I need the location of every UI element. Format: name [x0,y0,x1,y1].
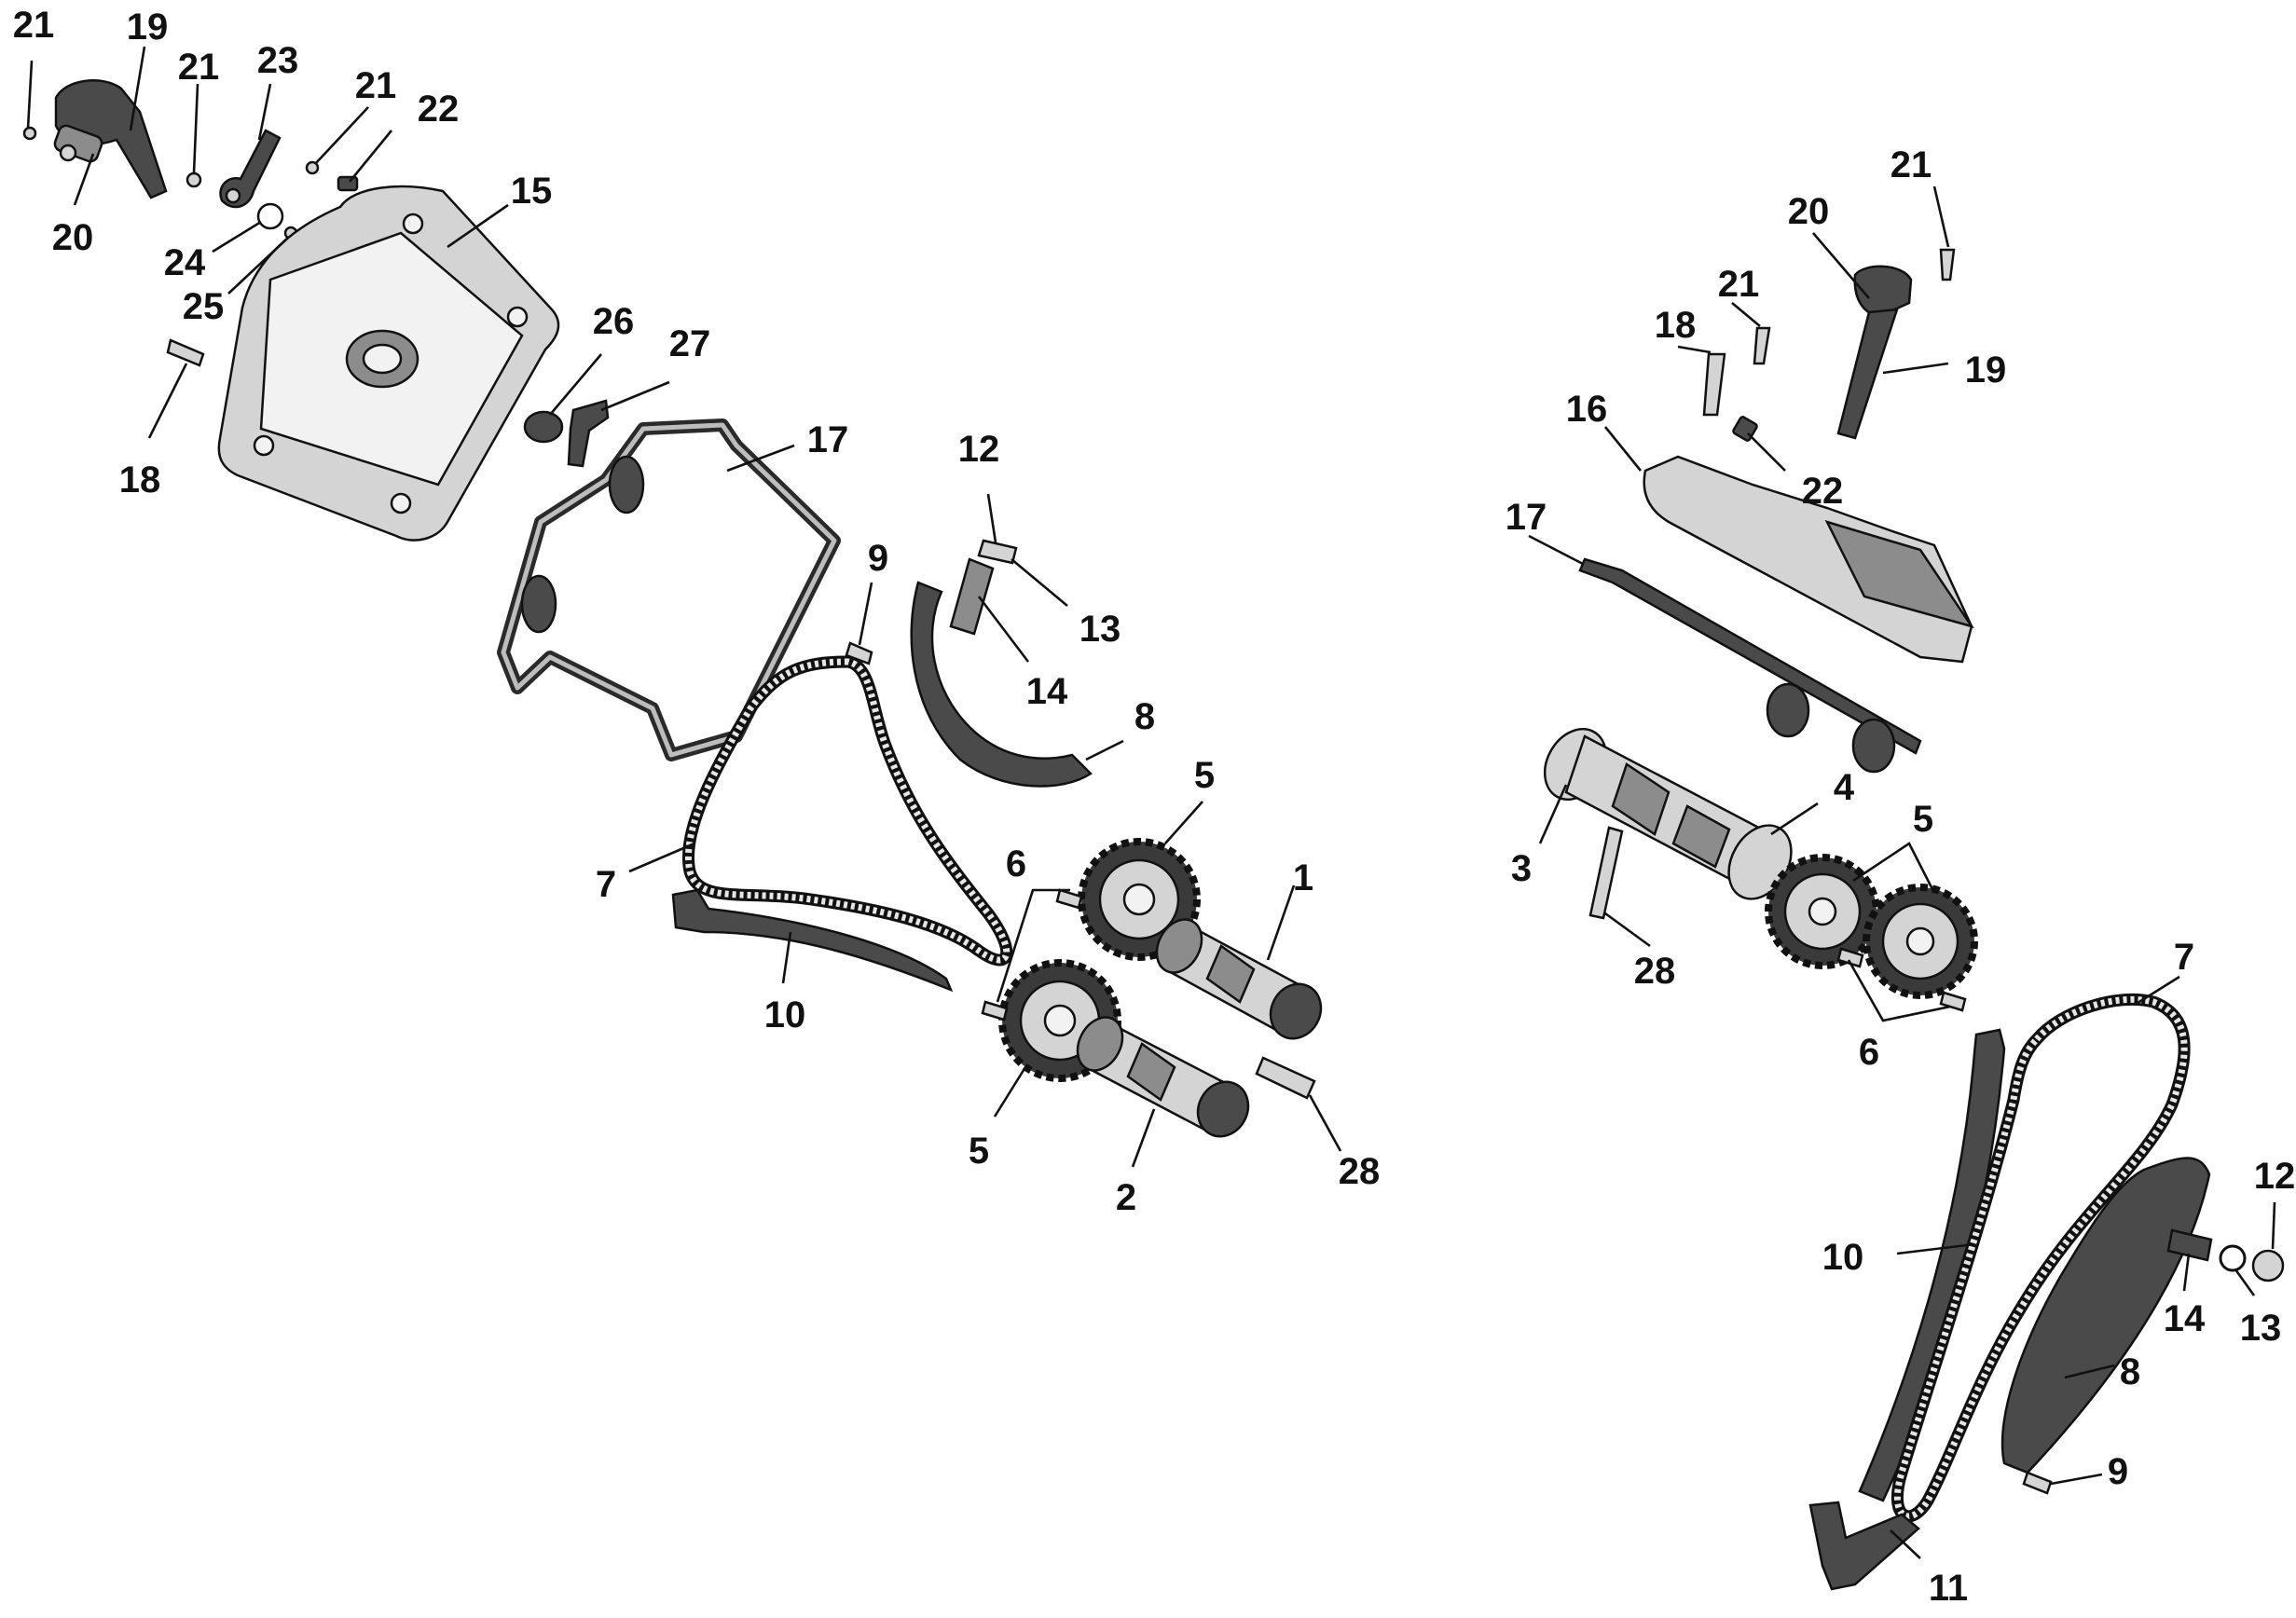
callout-21: 21 [13,5,55,46]
bolt-18-b [1702,352,1726,417]
callout-18: 18 [119,459,161,500]
callout-7: 7 [2174,937,2194,978]
callout-13: 13 [1079,609,1121,650]
callout-8: 8 [2120,1351,2140,1392]
chain-guide-10-a [671,888,954,993]
grommet-22-b [1732,416,1758,442]
callout-17: 17 [807,419,849,460]
callout-20: 20 [52,217,94,258]
callout-8: 8 [1134,696,1155,737]
bolt-6-d [1939,991,1967,1012]
tensioner-guide-8-a [910,581,1093,788]
callout-16: 16 [1566,389,1608,430]
callout-10: 10 [764,994,806,1035]
bolt-6-c [1836,947,1864,968]
chain-guide-10-b [1858,1028,2006,1502]
bolt-18-a [166,338,205,367]
left-assembly [22,79,1323,1138]
camshaft-3-4 [1543,728,1793,900]
callout-21: 21 [355,65,397,106]
bolt-9-a [845,641,873,665]
lower-guide-11 [1808,1501,1920,1591]
callout-1: 1 [1293,857,1313,898]
callout-10: 10 [1822,1237,1864,1278]
callout-28: 28 [1339,1151,1381,1192]
callout-26: 26 [593,301,635,342]
callout-3: 3 [1511,848,1532,889]
callout-6: 6 [1006,843,1026,884]
callout-14: 14 [1026,671,1068,712]
callout-22: 22 [418,89,460,130]
callout-21: 21 [1718,264,1760,305]
bolt-6-b [981,1000,1009,1022]
callout-5: 5 [969,1131,989,1172]
tensioner-cap-12-a [977,539,1018,565]
callout-28: 28 [1634,951,1676,992]
grommet-22-a [337,175,359,192]
bolt-21-b [186,171,202,188]
washer-13-b [2219,1244,2247,1272]
sprocket-5-c [1765,854,1880,969]
callout-25: 25 [183,286,225,327]
callout-17: 17 [1505,497,1547,538]
right-assembly [1543,248,2285,1591]
callout-5: 5 [1194,755,1215,796]
valve-cover-15 [217,185,560,542]
callout-21: 21 [178,47,220,88]
sensor-23 [219,129,282,209]
gasket-tab-a [608,455,645,514]
spark-plug-28-a [1255,1056,1316,1100]
callout-24: 24 [164,242,206,283]
valve-cover-16 [1643,455,1974,664]
callout-14: 14 [2164,1298,2206,1339]
callout-12: 12 [958,429,1000,470]
callout-19: 19 [127,7,169,48]
tensioner-plunger-14-b [2166,1228,2213,1262]
callout-9: 9 [868,538,888,579]
callout-15: 15 [511,171,553,212]
o-ring-24 [256,202,284,230]
callout-labels: 21 19 20 21 23 21 22 15 24 25 26 27 18 1… [13,5,2296,1609]
callout-11: 11 [1929,1568,1968,1609]
bolt-6-a [1055,888,1083,910]
callout-13: 13 [2240,1308,2282,1349]
callout-5: 5 [1913,799,1933,840]
callout-4: 4 [1834,767,1855,808]
callout-19: 19 [1965,350,2007,391]
seal-26 [523,410,564,444]
camshaft-1 [1155,918,1323,1040]
bolt-21-a [22,126,37,141]
ignition-coil-left [53,79,168,199]
callout-27: 27 [669,323,711,364]
ignition-coil-right [1836,265,1913,440]
bolt-21-e [1753,326,1771,365]
callout-23: 23 [257,40,299,81]
leader-lines [26,46,2276,1559]
callout-21: 21 [1890,144,1932,185]
callout-22: 22 [1802,471,1844,512]
callout-20: 20 [1788,191,1830,232]
callout-6: 6 [1859,1032,1879,1073]
callout-9: 9 [2108,1451,2128,1492]
camshaft-2 [1076,1016,1250,1138]
bolt-9-b [2022,1471,2053,1495]
callout-12: 12 [2254,1156,2296,1197]
tensioner-plunger-14-a [949,557,995,636]
sprocket-5-d [1863,884,1978,999]
callout-7: 7 [596,864,616,905]
callout-18: 18 [1655,305,1697,346]
sensor-27 [567,399,610,468]
gasket-tab-b [520,574,557,634]
bolt-21-c [305,160,320,175]
tensioner-cap-12-b [2251,1249,2285,1282]
spark-plug-28-b [1588,826,1624,920]
bolt-21-d [1939,248,1956,281]
callout-2: 2 [1116,1177,1136,1218]
gasket-17-right [1578,557,1922,774]
